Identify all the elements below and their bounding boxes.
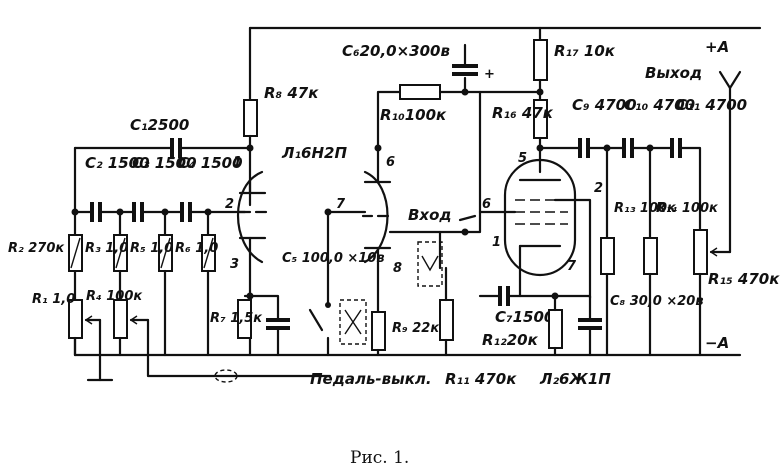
- label-c3: C₃ 1500: [132, 154, 197, 172]
- label-r3: R₃ 1,0: [85, 241, 128, 256]
- label-r14: R₁₄ 100к: [656, 201, 719, 216]
- tube-l1-label: Л₁6Н2П: [281, 144, 347, 162]
- pin-l2-1: 1: [492, 235, 501, 250]
- plus-rail: [248, 26, 762, 102]
- grid-link-l1: [308, 210, 367, 357]
- label-r12: R₁₂20к: [482, 331, 539, 349]
- label-r7: R₇ 1,5к: [210, 311, 263, 326]
- pedal-label: Педаль-выкл.: [310, 370, 432, 388]
- resistor-r13: [600, 146, 615, 357]
- resistor-r11: [439, 266, 454, 357]
- label-r10: R₁₀100к: [380, 106, 447, 124]
- label-r4: R₄ 100к: [86, 289, 143, 304]
- capacitor-c8: [553, 294, 602, 357]
- label-c7: C₇1500: [495, 308, 554, 326]
- pedal-switch-box: [339, 299, 367, 345]
- pin-l1-3: 3: [230, 257, 239, 272]
- plus-a-label: +A: [705, 38, 729, 56]
- tube-l2: [478, 158, 592, 300]
- pin-l1-7: 7: [336, 197, 346, 212]
- tone-network: [538, 138, 702, 232]
- capacitor-c5: [248, 294, 290, 357]
- minus-a-label: −A: [705, 334, 729, 352]
- label-c6: C₆20,0×300в: [342, 42, 450, 60]
- label-r16: R₁₆ 47к: [492, 104, 554, 122]
- output-terminal: [718, 70, 742, 90]
- label-c4: C₄ 1500: [178, 154, 243, 172]
- label-r8: R₈ 47к: [264, 84, 319, 102]
- resistor-r17: [533, 26, 548, 102]
- label-r6: R₆ 1,0: [175, 241, 218, 256]
- potentiometer-r4: [113, 299, 332, 378]
- pin-l2-6: 6: [482, 197, 491, 212]
- resistor-r10: [376, 84, 542, 150]
- label-c5: C₅ 100,0 ×10в: [282, 251, 385, 266]
- pin-l1-8: 8: [393, 261, 402, 276]
- pin-l2-2: 2: [594, 181, 603, 196]
- resistor-r5: [158, 210, 173, 357]
- label-r2: R₂ 270к: [8, 241, 65, 256]
- tube-l1-triode-b: [361, 146, 392, 314]
- resistor-r12: [548, 294, 563, 357]
- label-r17: R₁₇ 10к: [554, 42, 616, 60]
- input-jack: [417, 214, 477, 287]
- label-r15: R₁₅ 470к: [708, 270, 780, 288]
- resistor-r15: [693, 86, 732, 357]
- label-r13: R₁₃ 100к: [614, 201, 677, 216]
- pin-l2-7: 7: [567, 259, 577, 274]
- pedal-switch-link: [214, 369, 238, 383]
- resistor-r2: [68, 234, 83, 272]
- svg-text:+: +: [484, 67, 495, 82]
- capacitor-c7: [478, 286, 522, 306]
- output-label: Выход: [645, 64, 702, 82]
- input-label: Вход: [408, 206, 452, 224]
- label-r1: R₁ 1,0: [32, 292, 75, 307]
- resistor-r3: [113, 210, 128, 302]
- label-r5: R₅ 1,0: [130, 241, 173, 256]
- resistor-r14: [643, 146, 658, 357]
- resistor-r9: [371, 311, 386, 357]
- label-c11: C₁₁ 4700: [676, 96, 747, 114]
- pin-l2-5: 5: [518, 151, 527, 166]
- tube-l2-label: Л₂6Ж1П: [539, 370, 611, 388]
- label-c2: C₂ 1500: [85, 154, 150, 172]
- capacitor-c6: +: [452, 43, 495, 94]
- l2-grid-wiring: [388, 90, 482, 270]
- label-c8: C₈ 30,0 ×20в: [610, 294, 704, 309]
- resistor-r6: [201, 210, 216, 357]
- resistor-r16: [533, 99, 548, 174]
- potentiometer-r1: [68, 299, 114, 382]
- pin-l1-1: 1: [233, 155, 242, 170]
- label-c9: C₉ 4700: [572, 96, 637, 114]
- figure-caption: Рис. 1.: [350, 448, 409, 468]
- pin-l1-2: 2: [225, 197, 234, 212]
- label-r11: R₁₁ 470к: [445, 370, 517, 388]
- label-c10: C₁₀ 4700: [624, 96, 695, 114]
- label-r9: R₉ 22к: [392, 321, 440, 336]
- pin-l1-6: 6: [386, 155, 395, 170]
- capacitor-c1: [73, 138, 252, 158]
- label-c1: C₁2500: [130, 116, 189, 134]
